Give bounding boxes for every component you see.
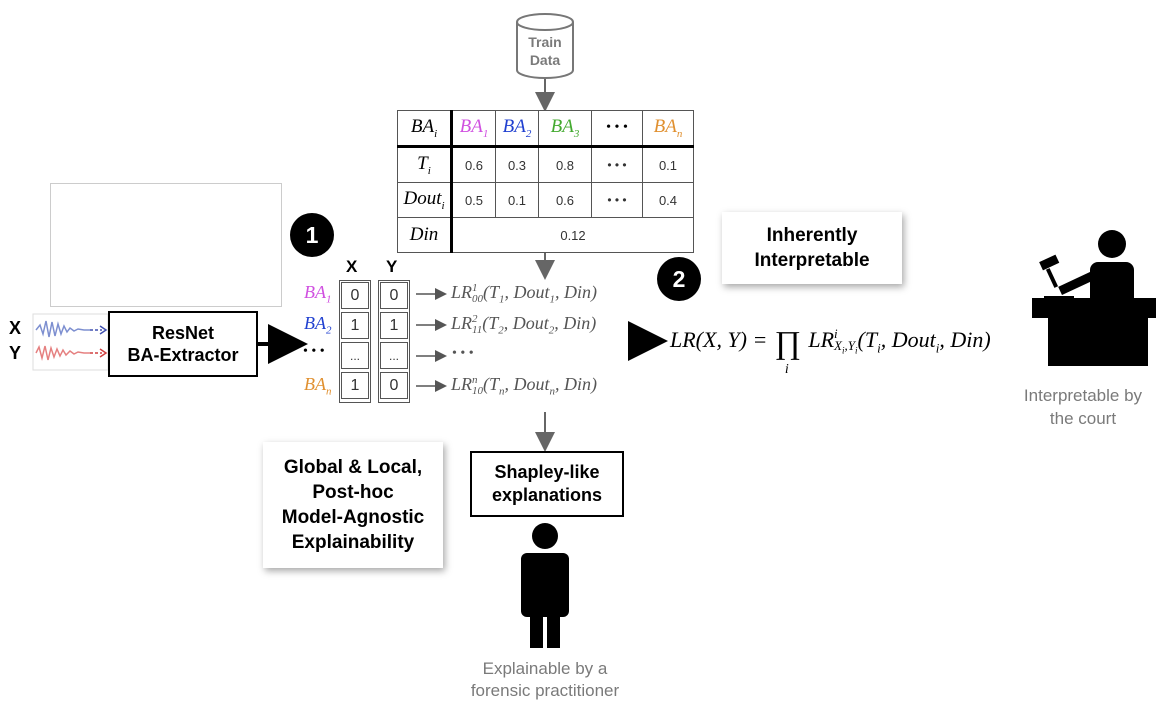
- matrix-y-column: [378, 280, 410, 403]
- input-x-label: X: [9, 318, 22, 338]
- matrix-col-x: X: [346, 257, 358, 276]
- table-header-ba3: BA3: [538, 110, 592, 148]
- table-row: Din 0.12: [397, 217, 694, 253]
- judge-icon: [1032, 230, 1156, 366]
- ba-threshold-table: BAi BA1 BA2 BA3 • • • BAn Ti 0.6 0.3 0.8…: [397, 110, 694, 253]
- table-cell: 0.1: [495, 182, 539, 218]
- table-header-ba1: BA1: [451, 110, 496, 148]
- table-cell: 0.5: [451, 182, 496, 218]
- table-cell: • • •: [591, 182, 643, 218]
- global-local-explainability-box: Global & Local, Post-hoc Model-Agnostic …: [263, 442, 443, 568]
- table-cell: 0.6: [538, 182, 592, 218]
- matrix-row-ban: BAn: [304, 374, 332, 398]
- table-cell: 0.1: [642, 146, 694, 183]
- matrix-col-y: Y: [386, 257, 398, 276]
- court-caption: Interpretable by the court: [1023, 386, 1143, 428]
- shapley-explanations-box: Shapley-like explanations: [470, 451, 624, 517]
- matrix-cell-x4: 1: [341, 372, 369, 399]
- input-y-label: Y: [9, 343, 22, 363]
- matrix-cell-x1: 0: [341, 282, 369, 309]
- practitioner-caption: Explainable by a forensic practitioner: [470, 659, 620, 700]
- matrix-cell-y1: 0: [380, 282, 408, 309]
- table-row: Douti 0.5 0.1 0.6 • • • 0.4: [397, 182, 694, 218]
- matrix-cell-x3: ...: [341, 342, 369, 369]
- row-label-t: Ti: [397, 146, 453, 183]
- table-header-ellipsis: • • •: [591, 110, 643, 148]
- table-cell: 0.6: [451, 146, 496, 183]
- table-cell: • • •: [591, 146, 643, 183]
- table-cell: 0.8: [538, 146, 592, 183]
- row-label-din: Din: [397, 217, 453, 253]
- waveform-icon: [32, 313, 109, 371]
- table-header-ba2: BA2: [495, 110, 539, 148]
- step-2-badge: 2: [657, 257, 701, 301]
- resnet-extractor-box: ResNet BA-Extractor: [108, 311, 258, 377]
- table-cell: 0.4: [642, 182, 694, 218]
- matrix-row-ba1: BA1: [304, 282, 332, 306]
- matrix-cell-x2: 1: [341, 312, 369, 339]
- table-cell: 0.3: [495, 146, 539, 183]
- lr-term-ellipsis: • • •: [452, 346, 474, 361]
- matrix-x-column: [339, 280, 371, 403]
- table-row: Ti 0.6 0.3 0.8 • • • 0.1: [397, 146, 694, 183]
- empty-panel: [50, 183, 282, 307]
- inherently-interpretable-box: Inherently Interpretable: [722, 212, 902, 284]
- product-symbol: ∏ i: [774, 324, 802, 377]
- matrix-row-ba2: BA2: [304, 313, 332, 337]
- matrix-cell-y4: 0: [380, 372, 408, 399]
- din-value: 0.12: [451, 217, 694, 253]
- person-icon: [521, 523, 569, 648]
- train-data-label: Train Data: [528, 34, 562, 68]
- matrix-row-ellipsis: • • •: [303, 344, 325, 359]
- table-header-ban: BAn: [642, 110, 694, 148]
- database-icon: [516, 13, 574, 79]
- matrix-cell-y2: 1: [380, 312, 408, 339]
- table-header-bai: BAi: [397, 110, 453, 148]
- matrix-cell-y3: ...: [380, 342, 408, 369]
- step-1-badge: 1: [290, 213, 334, 257]
- row-label-dout: Douti: [397, 182, 453, 218]
